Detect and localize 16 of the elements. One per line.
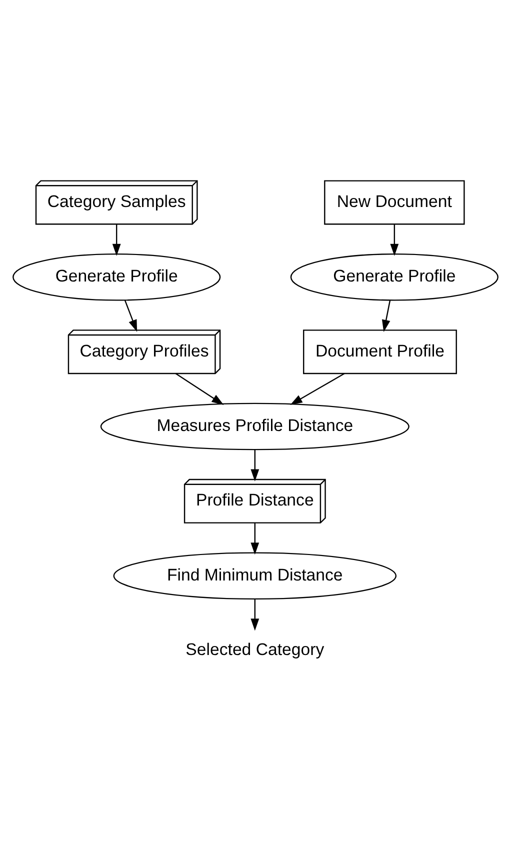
arrow <box>250 449 260 481</box>
node-ellipse: Find Minimum Distance <box>113 552 397 600</box>
node-box: Document Profile <box>303 329 457 374</box>
arrow <box>124 300 138 332</box>
arrow <box>290 372 345 404</box>
arrow <box>390 224 399 256</box>
node-ellipse: Generate Profile <box>12 252 221 300</box>
arrow <box>382 300 391 332</box>
node-text: Selected Category <box>186 639 324 658</box>
arrow <box>175 372 224 404</box>
arrow <box>250 522 260 554</box>
node-ellipse: Measures Profile Distance <box>100 402 410 450</box>
arrow <box>112 224 121 256</box>
arrow <box>250 598 260 630</box>
node-ellipse: Generate Profile <box>290 252 498 300</box>
node-box: New Document <box>324 180 465 224</box>
